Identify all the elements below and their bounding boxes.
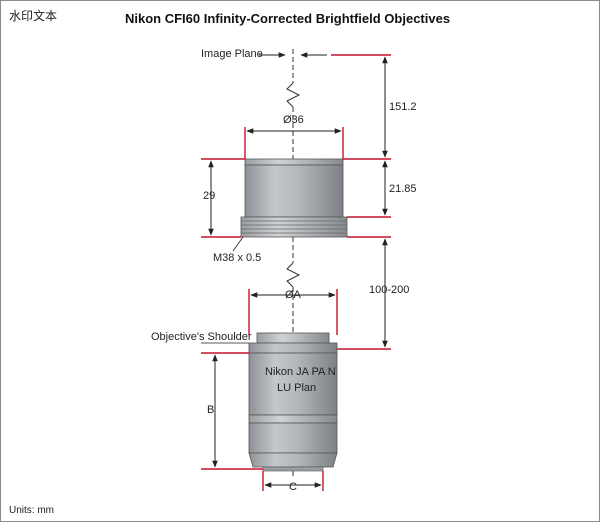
- image-plane-label: Image Plane: [201, 48, 263, 60]
- engraving-line-1: Nikon JA PA N: [265, 366, 336, 378]
- thread-label: M38 x 0.5: [213, 252, 262, 264]
- objective-body: [248, 332, 338, 472]
- watermark-text: 水印文本: [9, 9, 58, 23]
- page-title: Nikon CFI60 Infinity-Corrected Brightfie…: [125, 11, 451, 26]
- image-distance-label: 151.2: [389, 101, 417, 113]
- front-diameter-label: C: [289, 481, 297, 493]
- engraving-line-2: LU Plan: [277, 382, 317, 394]
- objective-diameter-label: ØA: [285, 289, 301, 301]
- tube-height-label: 29: [203, 190, 216, 202]
- tube-lens-housing: [240, 158, 348, 238]
- front-diameter-dimension: [262, 471, 324, 491]
- objective-spacing-label: 100-200: [369, 284, 410, 296]
- tube-diameter-dimension: [244, 127, 344, 159]
- tube-diameter-label: Ø36: [283, 114, 304, 126]
- units-label: Units: mm: [9, 505, 54, 516]
- thread-leader: [232, 236, 244, 252]
- right-dimensions: [337, 56, 391, 350]
- objective-length-label: B: [207, 404, 215, 416]
- tube-height-dimension: [201, 158, 245, 238]
- thread-offset-label: 21.85: [389, 183, 417, 195]
- objective-diameter-dimension: [248, 289, 338, 335]
- objective-length-dimension: [201, 352, 263, 470]
- shoulder-label: Objective's Shoulder: [151, 331, 252, 343]
